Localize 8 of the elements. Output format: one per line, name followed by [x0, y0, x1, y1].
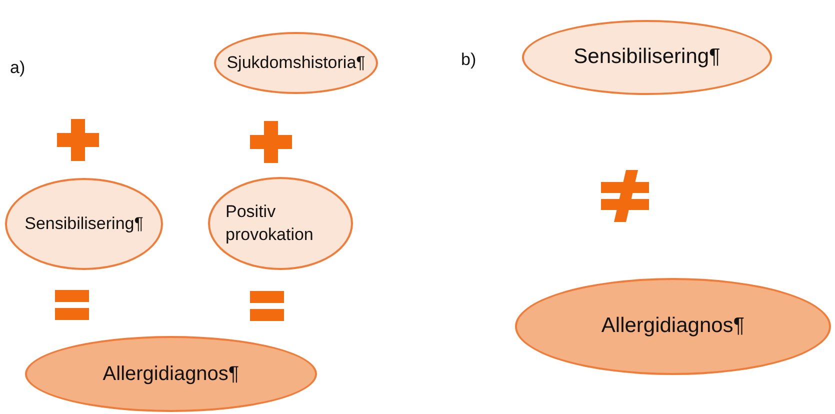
node-text: Sjukdomshistoria¶ — [226, 52, 366, 74]
node-text: Positiv provokation — [226, 200, 314, 246]
panel-label: a) — [10, 58, 26, 78]
node-text: Sensibilisering¶ — [24, 212, 144, 235]
node-text: Sensibilisering¶ — [574, 44, 720, 70]
node-text: Allergidiagnos¶ — [102, 362, 240, 386]
node-text: Allergidiagnos¶ — [601, 313, 745, 340]
panel-label: b) — [461, 50, 476, 70]
